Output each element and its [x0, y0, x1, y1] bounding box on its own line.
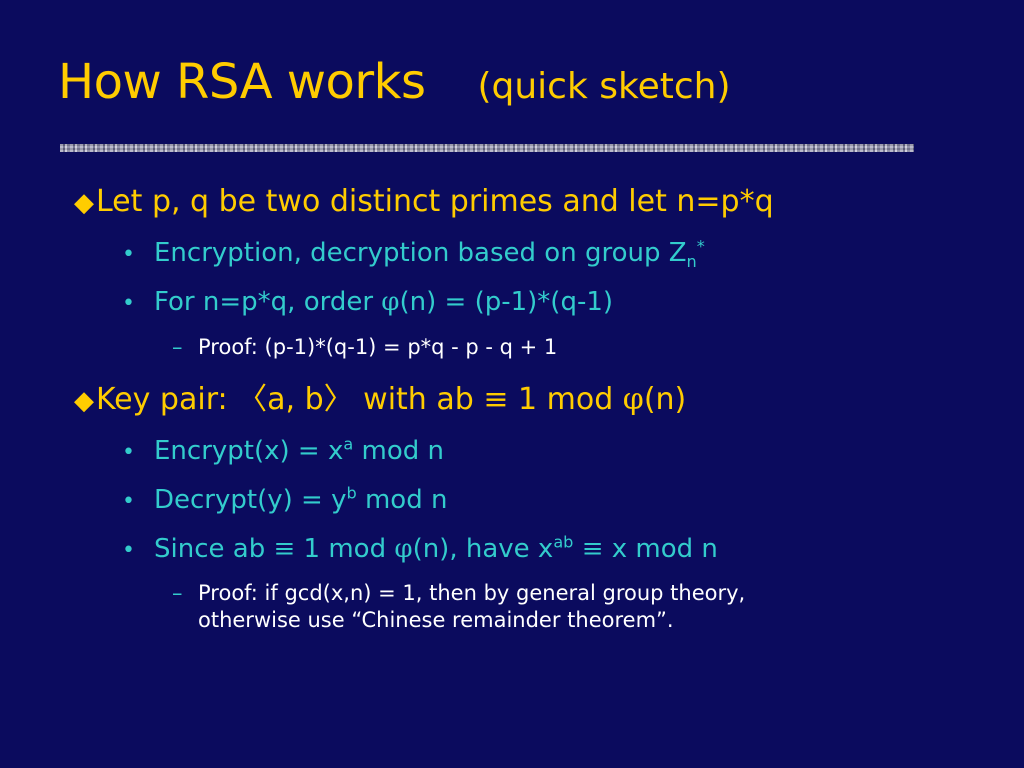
subbullet-order-text-b: (n) = (p-1)*(q-1)	[399, 287, 614, 317]
encrypt-text-b: mod n	[353, 436, 444, 466]
slide-title: How RSA works(quick sketch)	[58, 58, 731, 106]
left-angle-symbol: 〈	[237, 382, 268, 417]
dot-bullet-icon: •	[122, 538, 135, 563]
since-text-e: x mod n	[603, 534, 718, 564]
phi-symbol: φ	[394, 534, 413, 564]
subbullet-encrypt: • Encrypt(x) = xa mod n	[122, 436, 444, 466]
proof-order: –Proof: (p-1)*(q-1) = p*q - p - q + 1	[172, 334, 557, 361]
superscript-star: *	[696, 236, 705, 256]
title-divider	[60, 144, 914, 152]
subbullet-encryption-group: • Encryption, decryption based on group Z…	[122, 238, 705, 270]
phi-symbol: φ	[381, 287, 400, 317]
subbullet-order-text-a: For n=p*q, order	[154, 287, 382, 317]
bullet-primes-text: Let p, q be two distinct primes and let …	[96, 184, 774, 219]
bullet-key-pair: ◆Key pair: 〈a, b〉 with ab ≡ 1 mod φ(n)	[74, 385, 686, 415]
dash-bullet-icon: –	[172, 581, 183, 605]
superscript-a: a	[343, 434, 354, 454]
dot-bullet-icon: •	[122, 291, 135, 316]
equiv-symbol: ≡	[273, 534, 296, 564]
diamond-bullet-icon: ◆	[74, 188, 94, 218]
since-text-c: (n), have x	[412, 534, 554, 564]
diamond-bullet-icon: ◆	[74, 386, 94, 416]
key-pair-text-a: Key pair:	[96, 382, 238, 417]
key-pair-text-b: a, b	[267, 382, 324, 417]
right-angle-symbol: 〉	[323, 382, 354, 417]
equiv-symbol: ≡	[483, 382, 509, 417]
since-text-b: 1 mod	[295, 534, 395, 564]
subbullet-since: • Since ab ≡ 1 mod φ(n), have xab ≡ x mod…	[122, 534, 718, 564]
superscript-ab: ab	[553, 532, 574, 552]
title-subtitle: (quick sketch)	[477, 66, 731, 107]
key-pair-text-d: 1 mod	[508, 382, 623, 417]
subscript-n: n	[686, 252, 697, 272]
phi-symbol: φ	[622, 382, 644, 417]
proof-order-text: Proof: (p-1)*(q-1) = p*q - p - q + 1	[198, 335, 558, 359]
proof-gcd: –Proof: if gcd(x,n) = 1, then by general…	[172, 580, 745, 635]
decrypt-text-b: mod n	[356, 485, 448, 515]
encrypt-text-a: Encrypt(x) = x	[154, 436, 344, 466]
bullet-primes: ◆Let p, q be two distinct primes and let…	[74, 187, 774, 217]
dot-bullet-icon: •	[122, 242, 135, 267]
key-pair-text-c: with ab	[353, 382, 484, 417]
title-main: How RSA works	[58, 54, 426, 110]
decrypt-text-a: Decrypt(y) = y	[154, 485, 347, 515]
subbullet-encryption-text: Encryption, decryption based on group Z	[154, 238, 687, 268]
dot-bullet-icon: •	[122, 489, 135, 514]
proof-gcd-line1: Proof: if gcd(x,n) = 1, then by general …	[198, 581, 746, 605]
proof-gcd-line2: otherwise use “Chinese remainder theorem…	[198, 608, 674, 633]
dot-bullet-icon: •	[122, 440, 135, 465]
since-text-d	[573, 534, 581, 564]
subbullet-order: • For n=p*q, order φ(n) = (p-1)*(q-1)	[122, 289, 613, 315]
key-pair-text-e: (n)	[643, 382, 687, 417]
since-text-a: Since ab	[154, 534, 274, 564]
subbullet-decrypt: • Decrypt(y) = yb mod n	[122, 485, 448, 515]
superscript-b: b	[346, 483, 357, 503]
equiv-symbol-2: ≡	[581, 534, 604, 564]
dash-bullet-icon: –	[172, 335, 183, 359]
